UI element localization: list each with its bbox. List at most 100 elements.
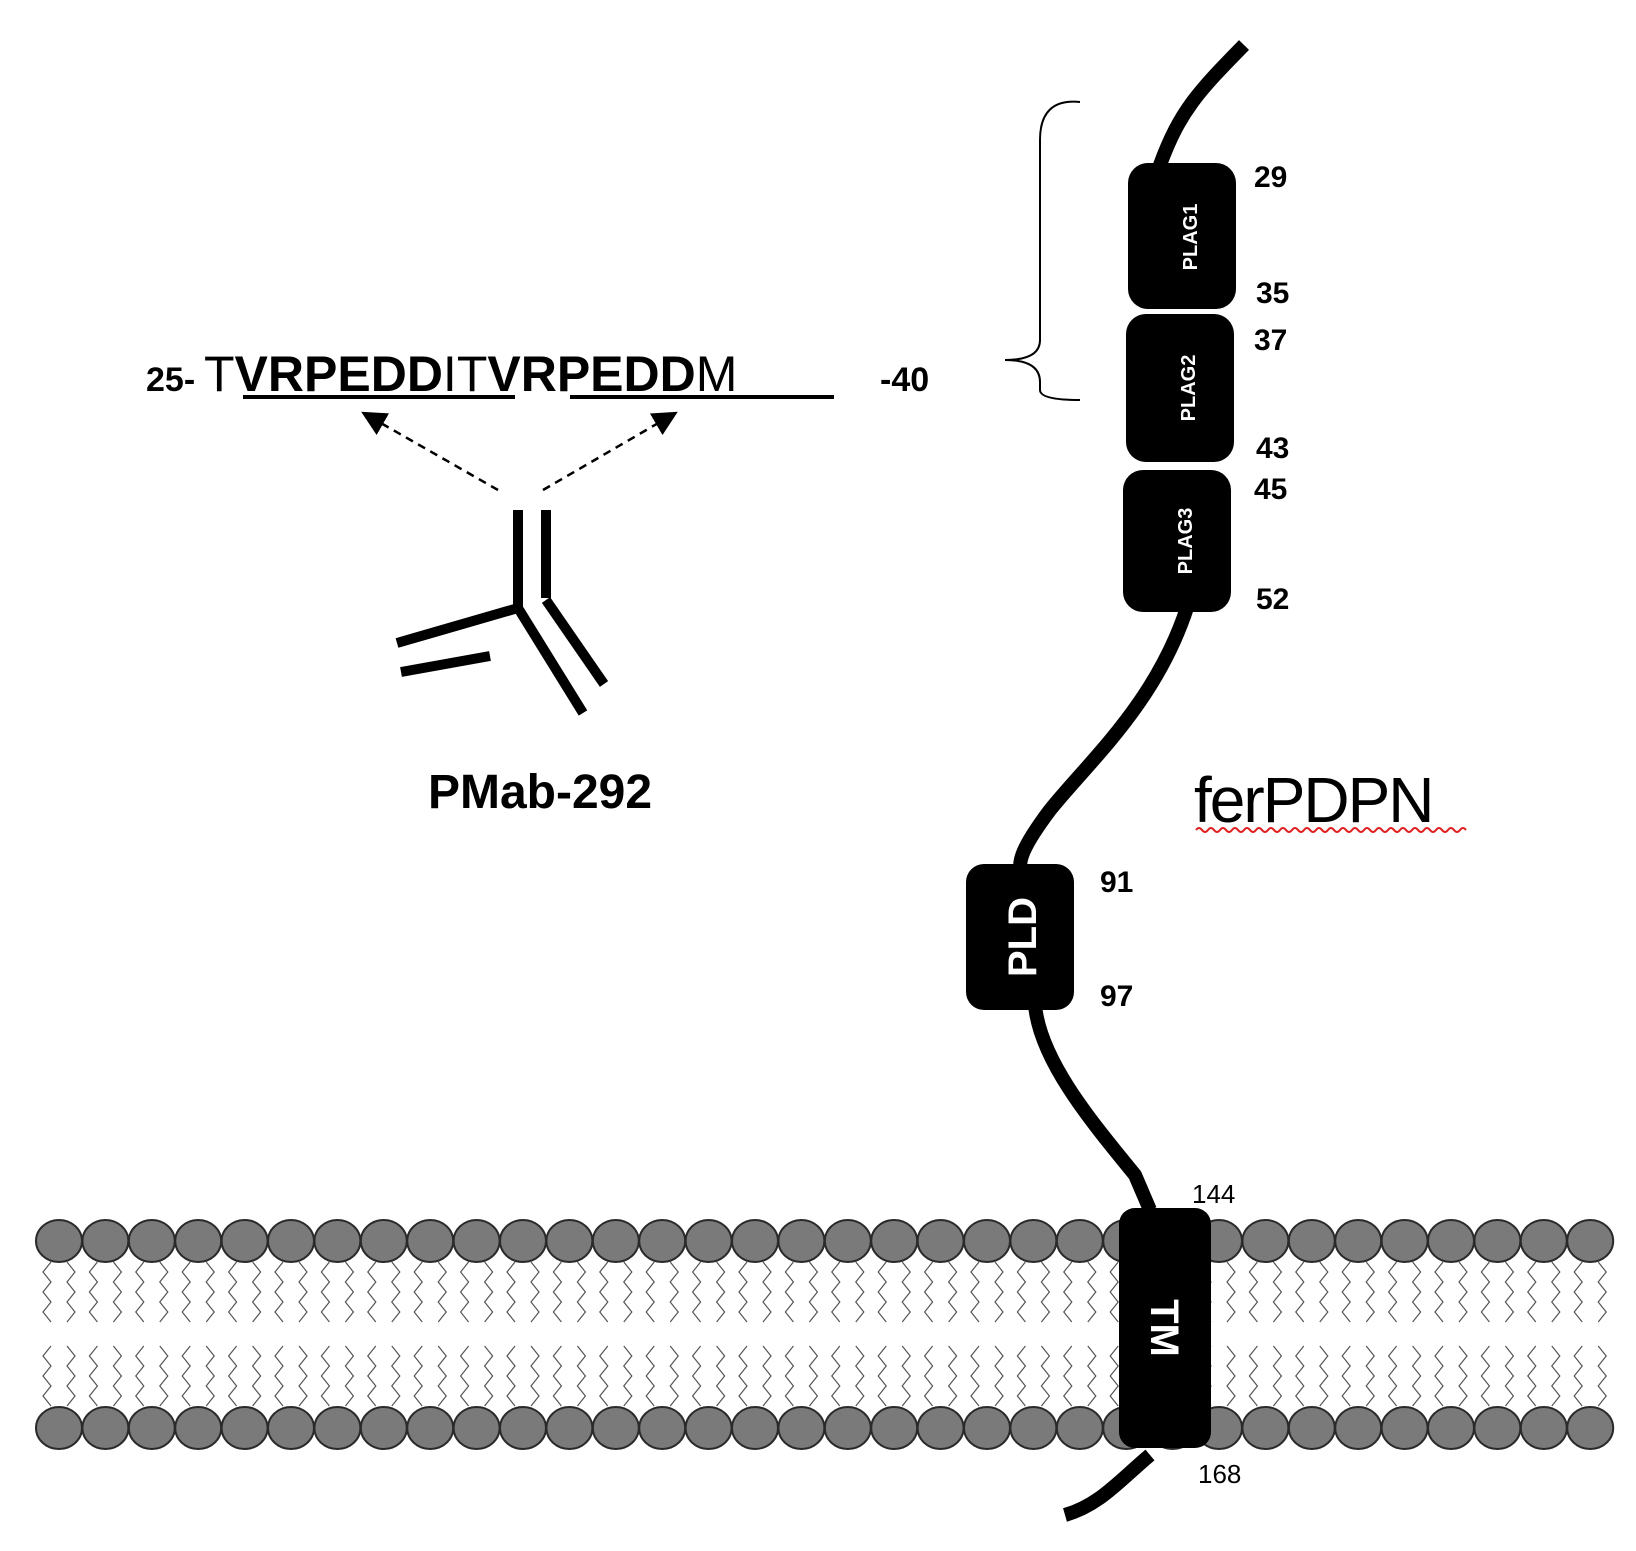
spellcheck-underline: [1195, 827, 1467, 833]
lipid-tail: [1109, 1345, 1119, 1407]
lipid-tail: [135, 1345, 145, 1407]
lipid-tail: [320, 1345, 331, 1407]
lipid-head: [499, 1406, 547, 1450]
lipid-tail: [391, 1261, 401, 1323]
lipid-tail: [437, 1345, 447, 1407]
plag3-start-number: 45: [1254, 473, 1287, 506]
lipid-tail: [344, 1261, 355, 1323]
lipid-head: [174, 1219, 223, 1263]
lipid-tail: [66, 1261, 76, 1323]
lipid-tail: [1341, 1345, 1351, 1407]
sequence-end: -40: [880, 361, 929, 399]
lipid-tail: [413, 1261, 423, 1323]
lipid-head: [1055, 1406, 1104, 1450]
antibody-label: PMab-292: [428, 766, 652, 819]
lipid-tail: [552, 1345, 563, 1407]
plag3-label: PLAG3: [1175, 508, 1197, 575]
lipid-tail: [1272, 1345, 1283, 1407]
lipid-head: [1566, 1219, 1615, 1263]
lipid-tail: [181, 1261, 191, 1323]
lipid-head: [81, 1406, 130, 1450]
lipid-tail: [855, 1345, 865, 1407]
lipid-head: [916, 1219, 965, 1263]
lipid-head: [1055, 1219, 1104, 1263]
lipid-tail: [877, 1261, 887, 1323]
lipid-head: [452, 1219, 501, 1263]
lipid-head: [1241, 1219, 1290, 1263]
lipid-tail: [994, 1261, 1004, 1323]
lipid-head: [1334, 1219, 1383, 1263]
lipid-tail: [1387, 1261, 1398, 1323]
lipid-tail: [1504, 1261, 1515, 1323]
lipid-tail: [691, 1345, 702, 1407]
lipid-tail: [483, 1345, 494, 1407]
lipid-head: [406, 1406, 455, 1450]
lipid-tail: [1597, 1261, 1607, 1323]
lipid-tail: [227, 1261, 238, 1323]
lipid-bilayer: [35, 1219, 1615, 1450]
lipid-head: [127, 1219, 176, 1263]
lipid-tail: [923, 1261, 934, 1323]
lipid-tail: [181, 1345, 191, 1407]
lipid-tail: [645, 1345, 655, 1407]
lipid-head: [823, 1219, 872, 1263]
plag1-end-number: 35: [1256, 277, 1289, 310]
lipid-tail: [738, 1261, 748, 1323]
lipid-tail: [42, 1261, 52, 1323]
lipid-head: [638, 1219, 687, 1263]
lipid-tail: [1504, 1345, 1515, 1407]
plag2-end-number: 43: [1256, 432, 1289, 465]
epitope-arrow-right: [542, 411, 678, 492]
lipid-head: [1566, 1406, 1615, 1450]
peptide-sequence: 25- TVRPEDDITVRPEDDM -40: [146, 346, 929, 402]
tm-domain-box: [1119, 1208, 1211, 1448]
plag1-start-number: 29: [1254, 161, 1287, 194]
lipid-head: [823, 1406, 872, 1450]
lipid-tail: [1319, 1345, 1329, 1407]
lipid-tail: [251, 1345, 262, 1407]
lipid-tail: [762, 1345, 772, 1407]
lipid-tail: [1063, 1261, 1073, 1323]
lipid-head: [777, 1406, 826, 1450]
lipid-tail: [691, 1261, 702, 1323]
lipid-tail: [1573, 1345, 1583, 1407]
lipid-head: [313, 1219, 362, 1263]
lipid-tail: [1295, 1261, 1305, 1323]
lipid-tail: [112, 1261, 123, 1323]
sequence-residues: TVRPEDDITVRPEDDM: [204, 346, 737, 402]
lipid-tail: [506, 1345, 516, 1407]
lipid-tail: [42, 1345, 52, 1407]
lipid-tail: [738, 1345, 748, 1407]
lipid-head: [127, 1406, 176, 1450]
lipid-tail: [599, 1345, 609, 1407]
lipid-tail: [274, 1261, 284, 1323]
upper-lipid-tails: [42, 1261, 1607, 1323]
epitope-arrow-left: [361, 411, 499, 492]
upper-lipid-heads: [35, 1219, 1615, 1263]
lipid-tail: [298, 1345, 308, 1407]
lipid-tail: [1109, 1261, 1119, 1323]
lipid-head: [1380, 1219, 1429, 1263]
plag2-domain-box: [1126, 314, 1234, 462]
lipid-tail: [205, 1261, 215, 1323]
lipid-head: [870, 1219, 919, 1263]
lipid-tail: [1272, 1261, 1283, 1323]
lipid-tail: [159, 1261, 169, 1323]
lipid-head: [452, 1406, 501, 1450]
lipid-tail: [715, 1261, 726, 1323]
lipid-tail: [947, 1261, 958, 1323]
lipid-tail: [1551, 1345, 1561, 1407]
lipid-tail: [298, 1261, 308, 1323]
plag2-start-number: 37: [1254, 324, 1287, 357]
lipid-head: [870, 1406, 919, 1450]
lipid-tail: [227, 1345, 238, 1407]
sequence-start: 25-: [146, 361, 195, 399]
lipid-tail: [1527, 1345, 1537, 1407]
lipid-head: [1241, 1406, 1290, 1450]
lipid-tail: [970, 1345, 980, 1407]
lipid-tail: [274, 1345, 284, 1407]
lipid-tail: [1551, 1261, 1561, 1323]
lipid-tail: [367, 1345, 377, 1407]
plag1-domain-box: [1128, 163, 1236, 309]
